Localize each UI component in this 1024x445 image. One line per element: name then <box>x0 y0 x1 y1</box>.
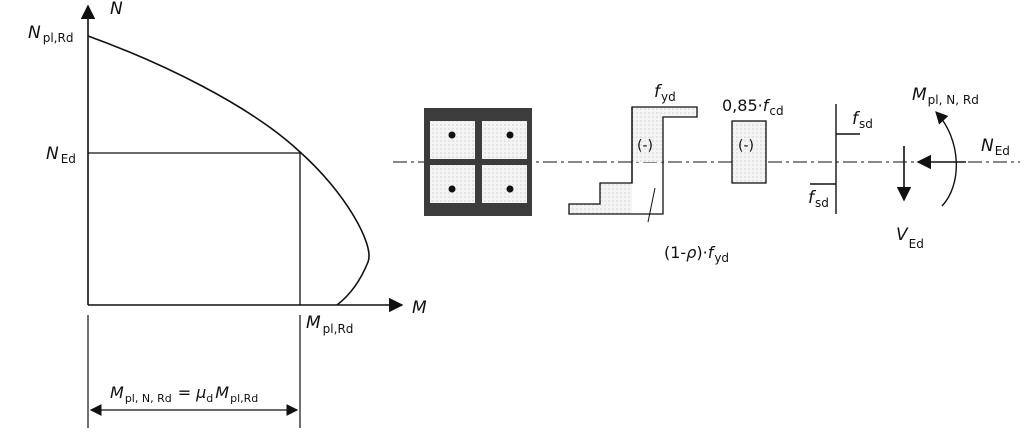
concrete-chamber-top-left <box>430 121 475 159</box>
axis-label-m: M <box>412 298 427 318</box>
label-steel-sign: (-) <box>637 138 653 154</box>
rebar <box>506 185 514 193</box>
steel-stress-block: (-) fyd (1-ρ)·fyd <box>568 82 729 265</box>
label-085-f-cd: 0,85·fcd <box>722 96 784 118</box>
rebar-stress: fsd fsd <box>808 104 873 214</box>
concrete-chamber-bottom-right <box>482 165 527 203</box>
composite-cross-section <box>424 108 532 216</box>
concrete-chamber-top-right <box>482 121 527 159</box>
label-m-pl-n-rd: Mpl, N, Rd <box>912 85 979 107</box>
internal-forces: Mpl, N, Rd NEd VEd <box>896 85 1010 251</box>
label-v-ed: VEd <box>896 225 924 251</box>
axis-label-n: N <box>110 0 123 19</box>
moment-arrow <box>935 111 958 207</box>
concrete-stress-block: (-) 0,85·fcd <box>722 96 784 184</box>
leader-line <box>647 187 656 223</box>
steel-stress-outline <box>568 106 698 215</box>
interaction-curve <box>87 35 370 306</box>
label-f-sd-top: fsd <box>852 109 873 131</box>
label-f-sd-bottom: fsd <box>808 188 829 210</box>
rebar <box>506 131 514 139</box>
concrete-stress-fill <box>731 120 767 184</box>
label-1-rho-f-yd: (1-ρ)·fyd <box>664 243 729 265</box>
rebar <box>448 185 456 193</box>
concrete-chamber-bottom-left <box>430 165 475 203</box>
label-concrete-sign: (-) <box>738 138 754 154</box>
label-n-ed-force: NEd <box>981 136 1010 158</box>
steel-stress-fill <box>632 107 697 162</box>
rebar <box>448 131 456 139</box>
label-f-yd-top: fyd <box>654 82 676 104</box>
